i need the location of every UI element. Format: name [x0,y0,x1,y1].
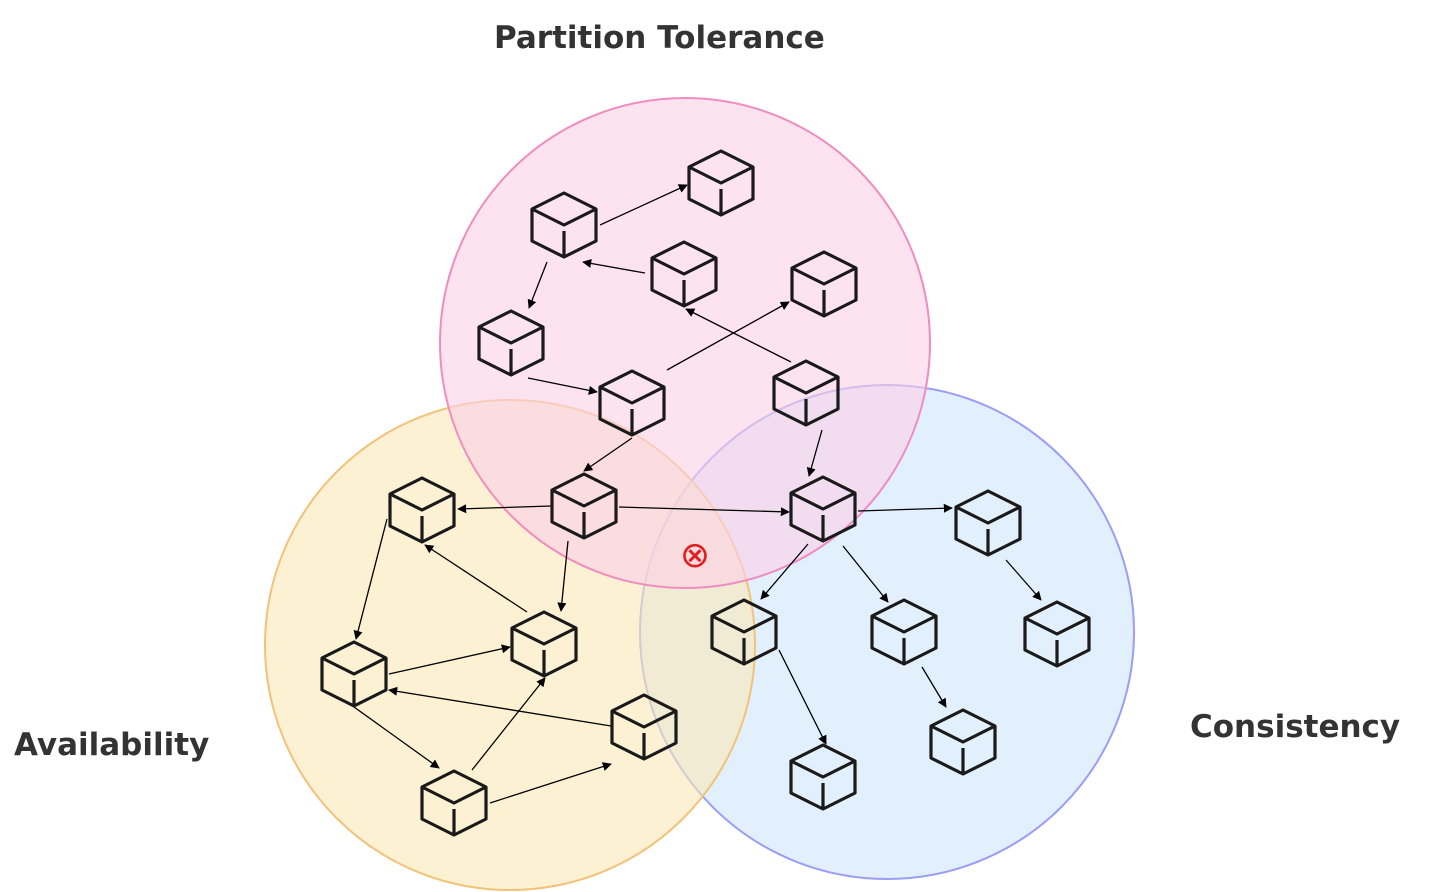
edge-arrow [471,677,546,771]
edge-arrow [599,184,688,226]
edge-arrow [424,544,528,613]
cube-node-icon [687,149,755,217]
edge-arrow [685,308,792,363]
edge-arrow [857,503,953,513]
edge-arrow [388,686,612,727]
edge-arrow [353,706,440,769]
edge-arrow [618,506,790,517]
cube-node-icon [530,191,598,259]
edge-arrow [582,258,646,274]
edge-arrow [666,301,790,371]
edge-arrow [489,762,612,804]
edge-arrow [457,504,552,514]
partition-tolerance-label: Partition Tolerance [494,20,825,56]
cube-node-icon [510,610,578,678]
cube-node-icon [710,598,778,666]
cube-node-icon [789,475,857,543]
edge-arrow [527,261,548,309]
edge-arrow [842,545,889,603]
cube-node-icon [550,472,618,540]
edge-arrow [353,518,388,640]
edge-arrow [760,543,809,600]
edge-arrow [921,666,947,708]
partition-tolerance-circle [439,97,931,589]
consistency-label: Consistency [1190,709,1401,745]
cube-node-icon [598,369,666,437]
cube-node-icon [420,769,488,837]
cube-node-icon [1023,600,1091,668]
cube-node-icon [870,598,938,666]
cube-node-icon [477,309,545,377]
availability-label: Availability [14,727,210,763]
cube-node-icon [320,640,388,708]
cube-node-icon [954,489,1022,557]
edge-arrow [806,429,823,477]
cube-node-icon [610,693,678,761]
conflict-marker-icon: ⊗ [680,535,710,576]
edge-arrow [557,540,569,612]
edges [353,184,1042,804]
nodes [320,149,1091,837]
cube-node-icon [772,359,840,427]
cube-node-icon [929,708,997,776]
cube-node-icon [388,476,456,544]
cube-node-icon [789,743,857,811]
edge-arrow [1005,559,1042,601]
edge-arrow [388,644,511,675]
edge-arrow [583,437,633,472]
cube-node-icon [790,250,858,318]
cube-node-icon [650,240,718,308]
edge-arrow [527,377,598,395]
edge-arrow [778,649,827,745]
